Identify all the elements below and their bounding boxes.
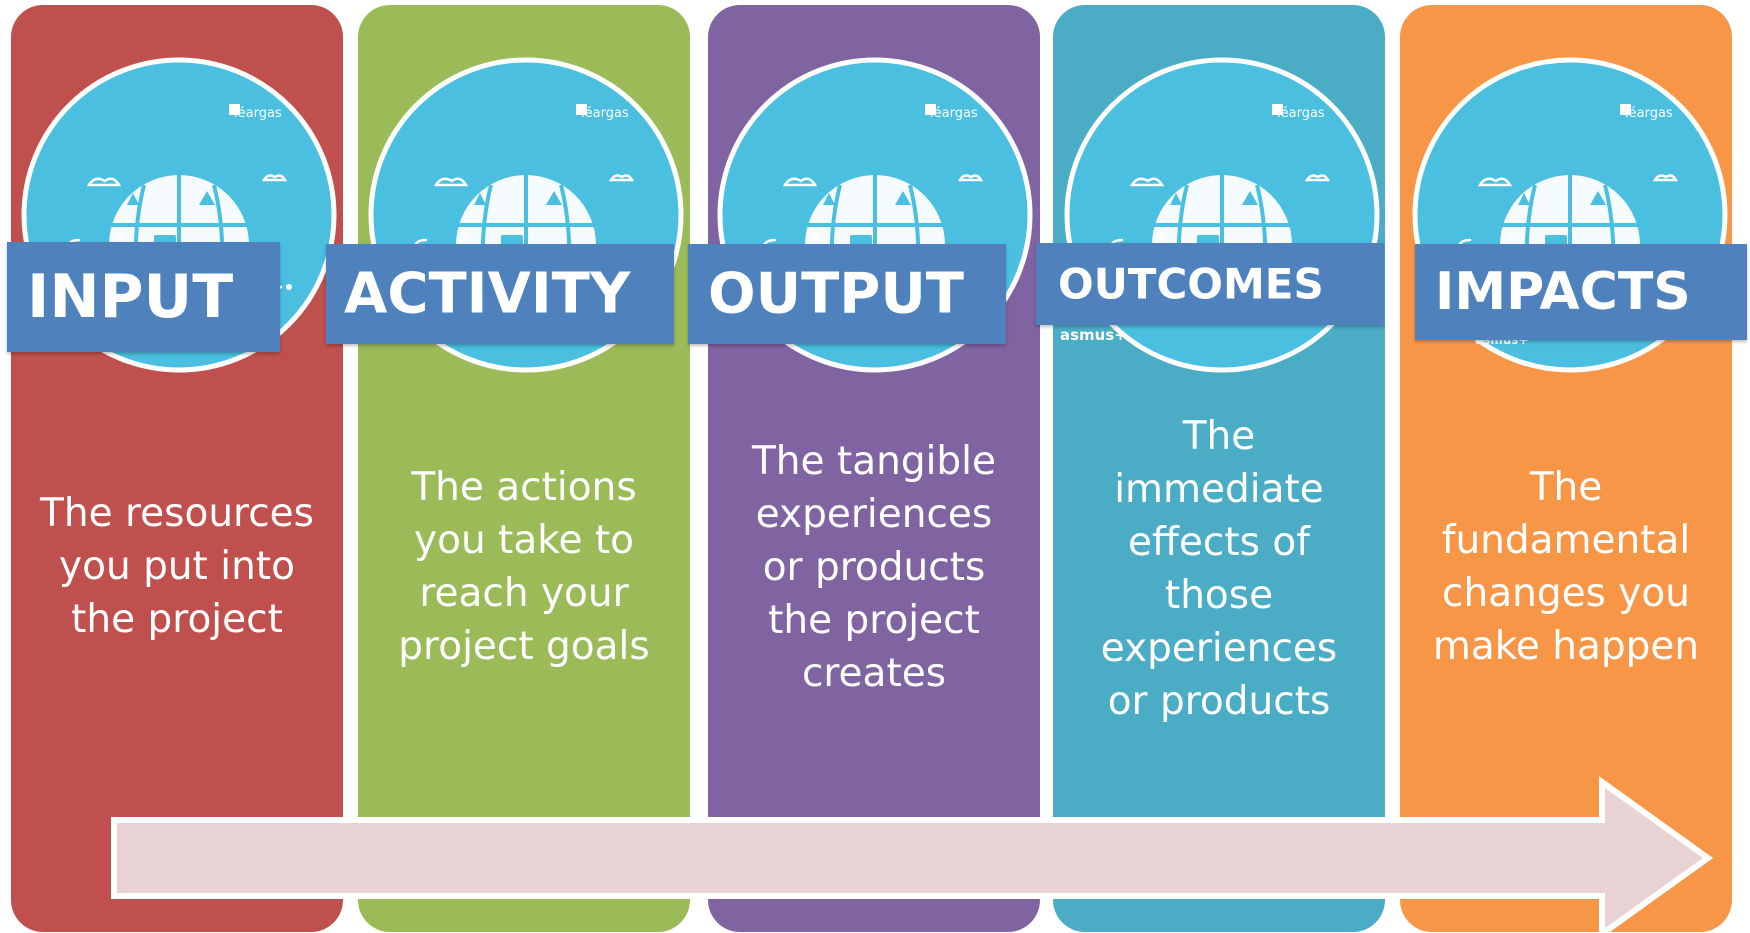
output-label-box: OUTPUT	[688, 244, 1006, 344]
impacts-brand: léargas	[1625, 106, 1673, 121]
impacts-label-box: IMPACTS	[1415, 244, 1747, 340]
outcomes-brand: léargas	[1277, 106, 1325, 121]
activity-description: The actions you take to reach your proje…	[398, 465, 650, 669]
leargas-logo-icon	[925, 104, 936, 115]
activity-brand: léargas	[581, 106, 629, 121]
leargas-logo-icon	[1620, 104, 1631, 115]
impacts-label: IMPACTS	[1435, 262, 1691, 322]
leargas-logo-icon	[229, 104, 240, 115]
activity-label-box: ACTIVITY	[326, 244, 674, 344]
input-brand: léargas	[234, 106, 282, 121]
outcomes-logo-fragment: asmus+	[1060, 326, 1127, 344]
outcomes-description: The immediate effects of those experienc…	[1100, 414, 1338, 724]
input-label: INPUT	[27, 262, 234, 332]
outcomes-label-box: OUTCOMES	[1036, 243, 1384, 325]
input-label-box: INPUT	[7, 242, 280, 352]
output-description: The tangible experiences or products the…	[751, 439, 997, 696]
leargas-logo-icon	[1272, 104, 1283, 115]
output-brand: léargas	[930, 106, 978, 121]
outcomes-label: OUTCOMES	[1058, 259, 1324, 309]
impacts-description: The fundamental changes you make happen	[1432, 465, 1700, 669]
input-description: The resources you put into the project	[40, 491, 314, 642]
leargas-logo-icon	[576, 104, 587, 115]
activity-label: ACTIVITY	[344, 261, 631, 327]
right-arrow-icon	[111, 776, 1714, 933]
output-label: OUTPUT	[708, 261, 964, 327]
